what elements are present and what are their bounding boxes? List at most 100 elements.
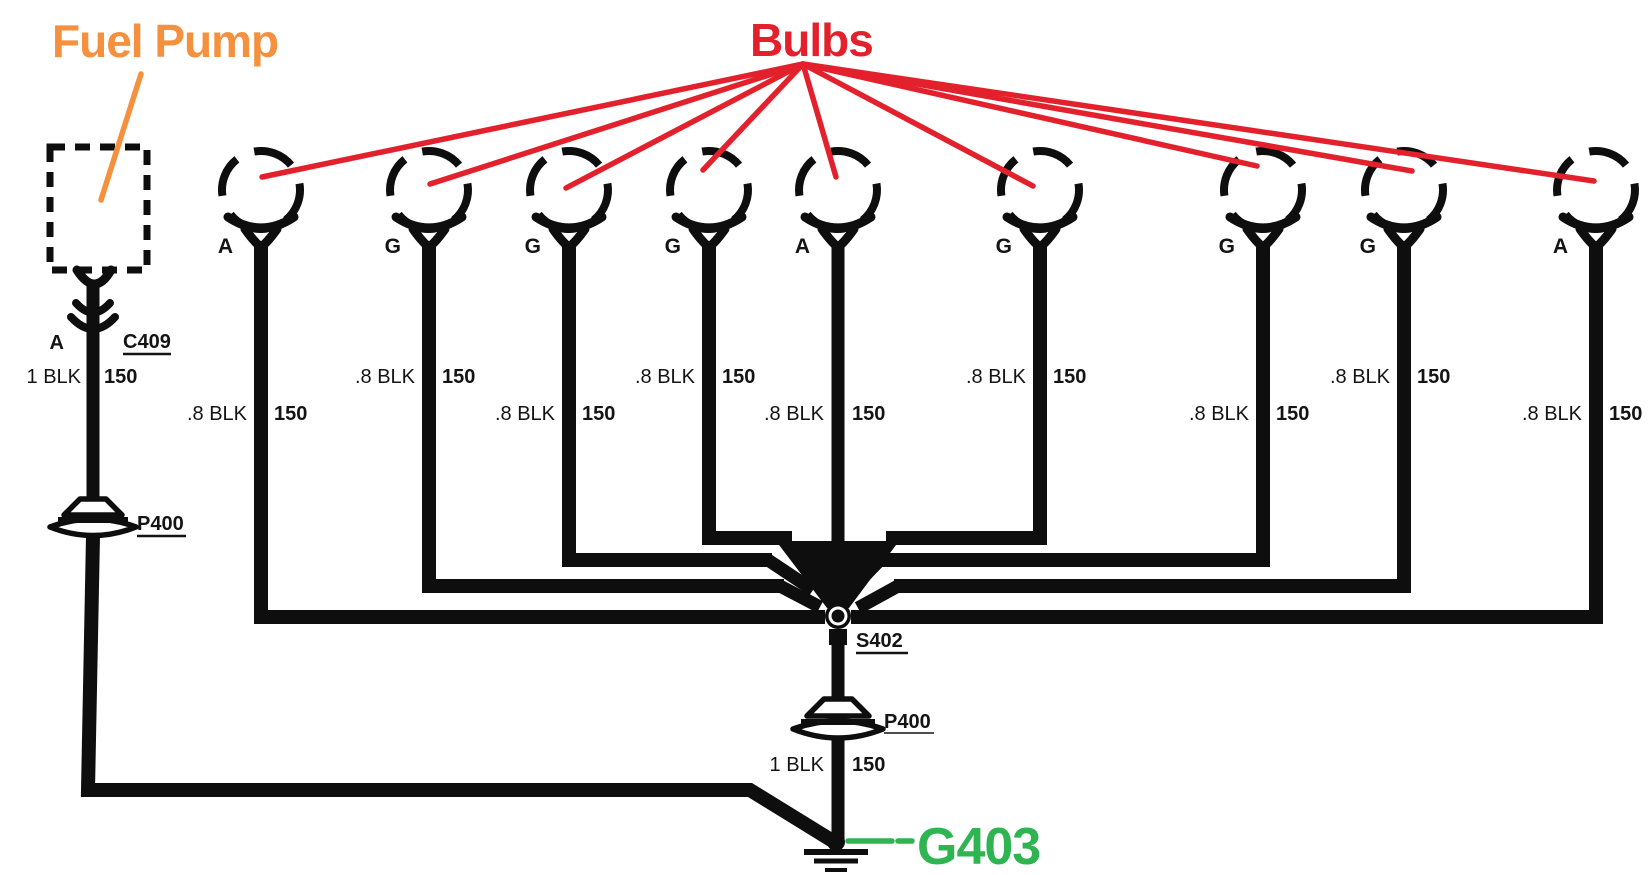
bulb-symbol: G (665, 147, 752, 258)
bulb-symbol: G (385, 146, 472, 258)
connector-c409-label: C409 (123, 331, 171, 353)
bulbs-pointer-line-1 (259, 61, 806, 180)
bulb-symbol: A (795, 146, 881, 258)
wire-circuit-label: 150 (852, 754, 885, 776)
wire-circuit-label: 150 (1609, 403, 1642, 425)
wire-circuit-label: 150 (1417, 366, 1450, 388)
splice-s402-label: S402 (856, 630, 903, 652)
bulb-wire-2 (422, 245, 784, 593)
bulb-socket-y (817, 224, 859, 252)
grommet-p400-center-symbol (790, 696, 886, 741)
bulb-socket-y (1019, 224, 1061, 252)
bulb-terminal-label: G (525, 235, 541, 258)
bulb-terminal-label: G (385, 235, 401, 258)
bulb-wire-6 (886, 245, 1047, 545)
bulb-symbol: A (1553, 147, 1639, 258)
wire-gauge-label: .8 BLK (1189, 403, 1250, 425)
bulb-terminal-label: G (665, 235, 681, 258)
bulb-socket-y (408, 224, 450, 252)
bulb-wire-8-diagonal (854, 580, 902, 614)
fuel-pump-wire-lower (80, 535, 840, 849)
bulb-glass-icon (666, 147, 752, 233)
wire-circuit-label: 150 (852, 403, 885, 425)
bulb-terminal-label: G (996, 235, 1012, 258)
fuel-pump-pointer-line (98, 71, 144, 203)
wire-gauge-label: 1 BLK (770, 754, 825, 776)
bulb-base-cup (671, 212, 747, 233)
bulb-wire-8 (894, 245, 1411, 593)
bulb-wire-1 (254, 245, 825, 624)
bulb-base-cup (1225, 212, 1301, 233)
schematic-labels: A C409 1 BLK 150 P400 .8 BLK 150 .8 BLK … (27, 331, 1643, 776)
wire-gauge-label: .8 BLK (1330, 366, 1391, 388)
bulb-symbol: A (218, 147, 304, 258)
grommet-p400-center-label: P400 (884, 711, 931, 733)
bulb-socket-y (1575, 224, 1617, 252)
fuel-pump-component (46, 143, 151, 289)
connector-c409-symbol (67, 299, 119, 333)
fuel-pump-annotation: Fuel Pump (52, 15, 278, 67)
bulbs-annotation: Bulbs (750, 14, 873, 66)
bulb-base-cup (800, 212, 876, 233)
bulb-base-cup (531, 212, 607, 233)
bulb-wire-3-diagonal (764, 554, 817, 596)
bulb-base-cup (1002, 212, 1078, 233)
connector-arc-lower (67, 313, 119, 333)
ground-g403-symbol (804, 833, 868, 872)
annotations: Fuel Pump Bulbs G403 (52, 14, 1597, 875)
bulb-socket-y (548, 224, 590, 252)
wire-gauge-label: .8 BLK (355, 366, 416, 388)
bulb-wire-4 (702, 245, 792, 545)
grommet-top (804, 696, 872, 719)
bulb-base-cup (1558, 212, 1634, 233)
grommet-top (61, 496, 125, 518)
wire-circuit-label: 150 (582, 403, 615, 425)
wire-gauge-label: .8 BLK (495, 403, 556, 425)
connector-arc-upper (72, 299, 114, 317)
wire-gauge-label: .8 BLK (764, 403, 825, 425)
wire-circuit-label: 150 (722, 366, 755, 388)
wire-circuit-label: 150 (442, 366, 475, 388)
splice-dot (831, 609, 845, 623)
bulb-symbol: G (525, 147, 612, 258)
splice-arrow (776, 541, 899, 608)
splice-stub (829, 629, 847, 645)
grommet-p400-left-symbol (47, 496, 139, 539)
bulb-base-cup (1366, 212, 1442, 233)
wire-circuit-label: 150 (274, 403, 307, 425)
wire-circuit-label: 150 (1276, 403, 1309, 425)
bulbs-pointer-line-4 (700, 61, 806, 173)
bulb-glass-icon (218, 147, 304, 233)
bulb-terminal-label: A (1553, 235, 1568, 258)
bulb-terminal-label: G (1360, 235, 1376, 258)
bulb-socket-y (240, 224, 282, 252)
bulb-socket-y (1383, 224, 1425, 252)
fuel-pump-box (46, 143, 151, 274)
bulb-terminal-label: A (795, 235, 810, 258)
bulb-terminal-label: G (1219, 235, 1235, 258)
bulbs-pointer-line-6 (800, 61, 1036, 189)
wire-gauge-label: 1 BLK (27, 366, 82, 388)
fuel-pump-terminal-cup (72, 265, 116, 289)
bulbs-pointer-line-9 (800, 61, 1597, 184)
bulb-row: A G G G A (218, 146, 1639, 258)
bulb-wire-7 (876, 245, 1270, 567)
wire-circuit-label: 150 (104, 366, 137, 388)
bulb-glass-icon (526, 147, 612, 233)
bulb-wire-9 (851, 245, 1603, 624)
bulb-terminal-label: A (218, 235, 233, 258)
bulbs-pointer-line-8 (800, 61, 1415, 174)
bulbs-pointer-line-7 (800, 61, 1260, 169)
grommet-p400-left-label: P400 (137, 513, 184, 535)
bulb-symbol: G (996, 147, 1083, 258)
bulb-socket-y (1242, 224, 1284, 252)
bulb-base-cup (223, 212, 299, 233)
bulbs-pointer-line-5 (800, 61, 839, 180)
wire-runs (80, 245, 1603, 849)
wire-circuit-label: 150 (1053, 366, 1086, 388)
bulbs-pointer-line-2 (427, 61, 806, 187)
fuel-pump-pin-label: A (50, 332, 64, 354)
bulb-base-cup (391, 212, 467, 233)
bulb-glass-icon (386, 146, 472, 233)
